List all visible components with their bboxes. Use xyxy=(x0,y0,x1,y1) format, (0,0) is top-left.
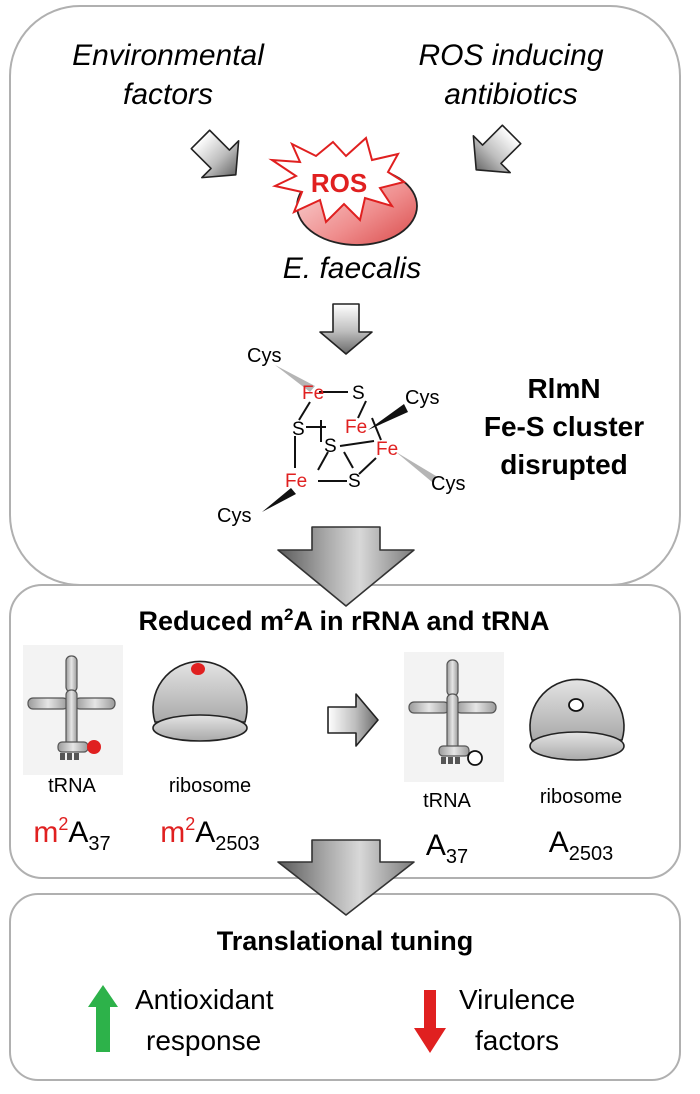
right-ribo-base: A xyxy=(549,826,569,859)
ros-burst-icon xyxy=(268,136,407,224)
panel2-title-pre: Reduced m xyxy=(138,606,284,636)
s-atom-3: S xyxy=(324,436,337,457)
cys-right: Cys xyxy=(431,473,465,495)
arrow-panel1-to-panel2 xyxy=(277,526,415,607)
m2a-red-dot xyxy=(191,663,205,675)
up-arrow-icon xyxy=(88,985,118,1052)
left-ribosome-label: ribosome xyxy=(169,775,251,797)
env-factors-line1: Environmental xyxy=(72,39,265,72)
panel2-title: Reduced m2A in rRNA and tRNA xyxy=(138,605,549,636)
ros-antibiotics-line2: antibiotics xyxy=(444,78,577,111)
cys-bond-upper-right xyxy=(368,404,408,430)
arrow-panel2-to-panel3 xyxy=(277,839,415,916)
unmethylated-open-dot xyxy=(467,750,483,766)
ros-antibiotics-line1: ROS inducing xyxy=(418,39,603,72)
left-ribo-sup: 2 xyxy=(185,814,195,834)
left-trna-m: m xyxy=(33,816,58,849)
status-line-3: disrupted xyxy=(500,449,628,480)
left-ribo-m: m xyxy=(160,816,185,849)
left-trna-base: A xyxy=(68,816,88,849)
cys-bond-top xyxy=(275,365,315,392)
left-ribo-base: A xyxy=(195,816,215,849)
s-atom-1: S xyxy=(352,383,365,404)
left-trna-label: tRNA xyxy=(48,775,96,797)
organism-label: E. faecalis xyxy=(283,252,421,285)
cys-bond-right xyxy=(396,452,436,482)
down-line-2: factors xyxy=(475,1025,559,1056)
left-ribosome-mod: m2A2503 xyxy=(160,814,260,855)
right-trna-mod: A37 xyxy=(426,829,468,868)
panel2-title-post: A in rRNA and tRNA xyxy=(294,606,550,636)
panel-tuning-frame xyxy=(9,893,681,1081)
unmethylated-open-dot xyxy=(568,698,584,712)
status-line-2: Fe-S cluster xyxy=(484,411,644,442)
cys-top: Cys xyxy=(247,345,281,367)
status-line-1: RlmN xyxy=(527,373,600,404)
cys-upper-right: Cys xyxy=(405,387,439,409)
right-trna-sub: 37 xyxy=(446,846,468,868)
panel2-title-sup: 2 xyxy=(284,605,293,624)
cys-bottom: Cys xyxy=(217,505,251,527)
ribosome-methylated-icon xyxy=(152,660,248,742)
left-trna-mod: m2A37 xyxy=(33,814,110,855)
arrow-antibiotics-to-cell xyxy=(472,124,522,174)
cys-bond-bottom xyxy=(262,488,296,512)
s-atom-2: S xyxy=(292,419,305,440)
down-line-1: Virulence xyxy=(459,984,575,1015)
right-ribosome-mod: A2503 xyxy=(549,826,614,865)
trna-methylated-icon xyxy=(23,645,123,775)
up-line-1: Antioxidant xyxy=(135,984,274,1015)
left-trna-sup: 2 xyxy=(58,814,68,834)
arrow-cell-to-cluster xyxy=(319,303,373,355)
panel-ros-frame xyxy=(9,5,681,586)
right-trna-label: tRNA xyxy=(423,790,471,812)
arrow-methylated-to-unmethylated xyxy=(327,693,379,747)
down-arrow-icon xyxy=(414,990,446,1053)
ribosome-unmethylated-icon xyxy=(529,678,625,761)
left-ribo-sub: 2503 xyxy=(215,833,260,855)
s-atom-4: S xyxy=(348,471,361,492)
fe-atom-2: Fe xyxy=(345,417,367,438)
fe-atom-4: Fe xyxy=(285,471,307,492)
arrow-env-to-cell xyxy=(190,129,240,179)
ros-label: ROS xyxy=(311,168,367,198)
fe-s-cluster xyxy=(294,391,382,482)
fe-atom-1: Fe xyxy=(302,383,324,404)
m2a-red-dot xyxy=(87,740,101,754)
fe-atom-3: Fe xyxy=(376,439,398,460)
right-ribo-sub: 2503 xyxy=(569,843,614,865)
right-ribosome-label: ribosome xyxy=(540,786,622,808)
panel3-title: Translational tuning xyxy=(217,926,474,956)
trna-unmethylated-icon xyxy=(404,652,504,782)
up-line-2: response xyxy=(146,1025,261,1056)
env-factors-line2: factors xyxy=(123,78,213,111)
right-trna-base: A xyxy=(426,829,446,862)
left-trna-sub: 37 xyxy=(88,833,110,855)
